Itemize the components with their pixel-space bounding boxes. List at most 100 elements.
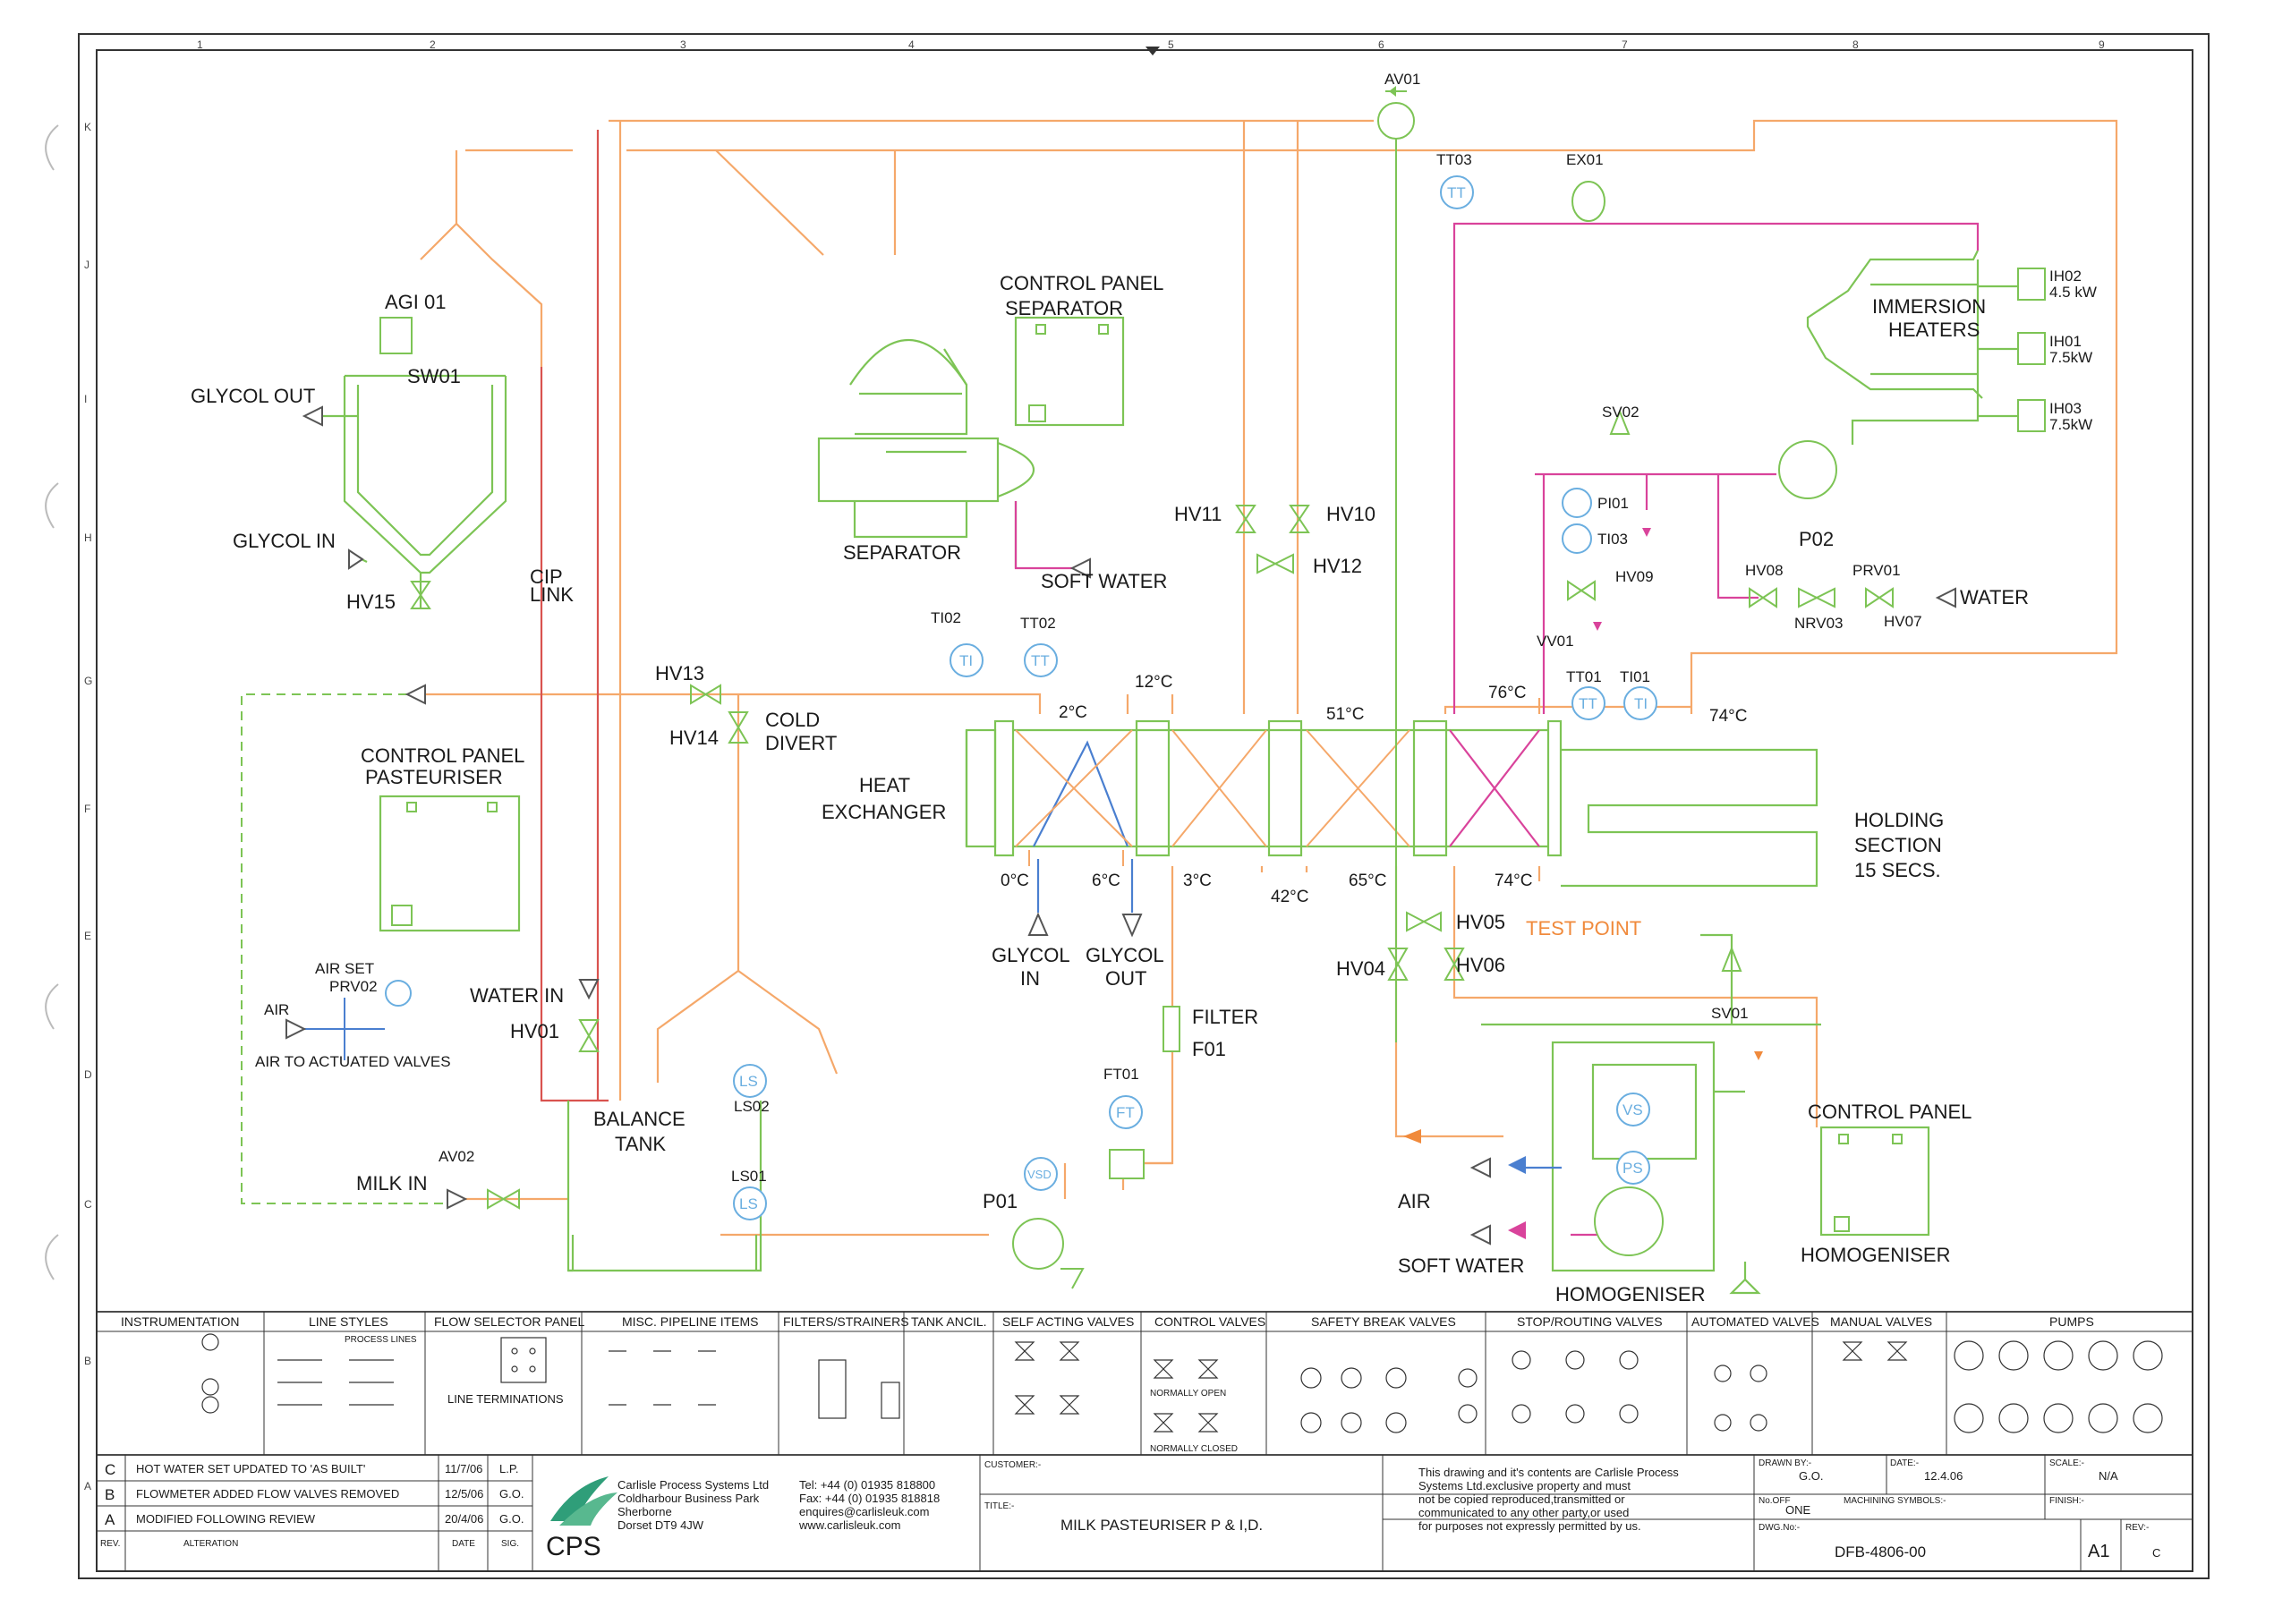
rev-header: REV. <box>100 1539 120 1549</box>
hv13-label: HV13 <box>655 662 704 684</box>
grid-col-4: 4 <box>908 38 915 51</box>
hv15-label: HV15 <box>346 591 396 613</box>
legend-self-acting: SELF ACTING VALVES <box>1002 1314 1134 1329</box>
holding-line1: HOLDING <box>1854 809 1944 831</box>
water-right-label: WATER <box>1960 586 2029 608</box>
notice-line2: Systems Ltd.exclusive property and must <box>1418 1479 1631 1492</box>
legend-normally-open: NORMALLY OPEN <box>1150 1389 1226 1399</box>
no-off-label: No.OFF <box>1759 1496 1791 1506</box>
soft-water-arrow-icon <box>1508 1221 1526 1239</box>
water-in-label: WATER IN <box>470 984 564 1007</box>
legend-process-lines: PROCESS LINES <box>345 1335 417 1345</box>
rev-c-text: HOT WATER SET UPDATED TO 'AS BUILT' <box>136 1462 365 1475</box>
homogeniser-motor-icon <box>1594 1186 1664 1256</box>
av01-actuator-icon <box>1377 102 1415 140</box>
temp-42c: 42°C <box>1271 888 1308 906</box>
rev-a-sig: G.O. <box>499 1512 524 1526</box>
hv01-label: HV01 <box>510 1020 559 1042</box>
ps-bubble <box>1616 1151 1650 1185</box>
company-web: www.carlisleuk.com <box>798 1518 900 1532</box>
alteration-header: ALTERATION <box>183 1539 238 1549</box>
av01-valve <box>1377 86 1415 1042</box>
rev-label: REV:- <box>2125 1523 2149 1533</box>
hv08-valve-icon <box>1749 587 1777 608</box>
hv06-valve-icon <box>1444 948 1465 981</box>
temp-0c: 0°C <box>1001 872 1029 890</box>
hv01-valve-icon <box>578 1019 600 1052</box>
grid-row-d: D <box>84 1068 92 1081</box>
legend-manual: MANUAL VALVES <box>1830 1314 1932 1329</box>
legend-tank-ancil: TANK ANCIL. <box>911 1314 987 1329</box>
tt01-inst-text: TT <box>1579 695 1597 712</box>
av02-label: AV02 <box>439 1148 474 1165</box>
ti03-label: TI03 <box>1597 531 1628 548</box>
grid-col-3: 3 <box>680 38 686 51</box>
sw01-label: SW01 <box>407 365 461 387</box>
temp-2c: 2°C <box>1059 703 1087 722</box>
vsd-bubble <box>1024 1157 1058 1191</box>
tt02-bubble <box>1024 643 1058 677</box>
glycol-out-hx-termination-icon <box>1121 914 1143 938</box>
air-set-line2: PRV02 <box>329 978 378 995</box>
grid-col-9: 9 <box>2099 38 2105 51</box>
cp-past-line1: CONTROL PANEL <box>361 744 524 767</box>
tt01-bubble <box>1571 686 1605 720</box>
test-point-label: TEST POINT <box>1526 917 1641 940</box>
grid-row-c: C <box>84 1198 92 1211</box>
grid-row-j: J <box>84 259 89 271</box>
scale-value: N/A <box>2099 1469 2118 1483</box>
cp-past-line2: PASTEURISER <box>365 766 503 788</box>
cps-logo-text: CPS <box>546 1532 601 1561</box>
av01-label: AV01 <box>1384 71 1420 88</box>
cp-separator-line2: SEPARATOR <box>1005 297 1123 319</box>
sig-header: SIG. <box>501 1539 519 1549</box>
panel-indicators <box>391 324 1903 1232</box>
rev-c-sig: L.P. <box>499 1462 518 1475</box>
tt03-label: TT03 <box>1436 151 1472 168</box>
hv12-valve-icon <box>1256 553 1294 574</box>
grid-row-i: I <box>84 393 87 405</box>
homogeniser-label: HOMOGENISER <box>1555 1283 1705 1305</box>
ps-inst-text: PS <box>1622 1160 1643 1177</box>
hv06-label: HV06 <box>1456 954 1505 976</box>
cip-label-line1: CIP <box>530 565 563 588</box>
ih03-heater-icon <box>2017 399 2046 432</box>
sv02-valve-icon <box>1609 409 1631 435</box>
vv01-label: VV01 <box>1537 633 1574 650</box>
legend-pumps: PUMPS <box>2049 1314 2094 1329</box>
f01-filter-icon <box>1163 1006 1180 1052</box>
glycol-lines-green <box>313 250 2018 1295</box>
legend-automated: AUTOMATED VALVES <box>1691 1314 1819 1329</box>
date-value: 12.4.06 <box>1924 1469 1963 1483</box>
valves <box>410 409 1894 1210</box>
immersion-line2: HEATERS <box>1888 319 1980 341</box>
grid-columns: 1 2 3 4 5 6 7 8 9 <box>197 38 2105 55</box>
binder-holes <box>45 124 59 1280</box>
nrv03-label: NRV03 <box>1794 615 1844 632</box>
flow-arrows <box>1403 528 1763 1239</box>
date-label: DATE:- <box>1890 1458 1919 1468</box>
hv14-label: HV14 <box>669 727 719 749</box>
rev-a-text: MODIFIED FOLLOWING REVIEW <box>136 1512 316 1526</box>
hx-plate-pattern-orange <box>1015 729 1410 866</box>
hv10-valve-icon <box>1289 505 1310 533</box>
ti01-inst-text: TI <box>1634 695 1648 712</box>
drawing-number: DFB-4806-00 <box>1835 1543 1926 1560</box>
ih01-line2: 7.5kW <box>2049 349 2092 366</box>
holding-line2: SECTION <box>1854 834 1942 856</box>
hv04-valve-icon <box>1387 948 1409 981</box>
company-tel: Tel: +44 (0) 01935 818800 <box>799 1478 935 1492</box>
vs-inst-text: VS <box>1622 1101 1643 1118</box>
hv13-valve-icon <box>690 684 721 705</box>
holding-line3: 15 SECS. <box>1854 859 1941 881</box>
grid-row-e: E <box>84 930 91 942</box>
rev-a-letter: A <box>105 1511 115 1528</box>
cip-line-red <box>540 130 609 1102</box>
sv01-valve-icon <box>1721 946 1742 972</box>
ti01-label: TI01 <box>1620 668 1650 685</box>
ls01-inst-text: LS <box>739 1195 758 1212</box>
ex01-expansion-icon <box>1571 181 1605 222</box>
legend-instrumentation: INSTRUMENTATION <box>121 1314 239 1329</box>
soft-water-bottom-label: SOFT WATER <box>1398 1254 1524 1277</box>
temp-65c: 65°C <box>1349 872 1386 890</box>
